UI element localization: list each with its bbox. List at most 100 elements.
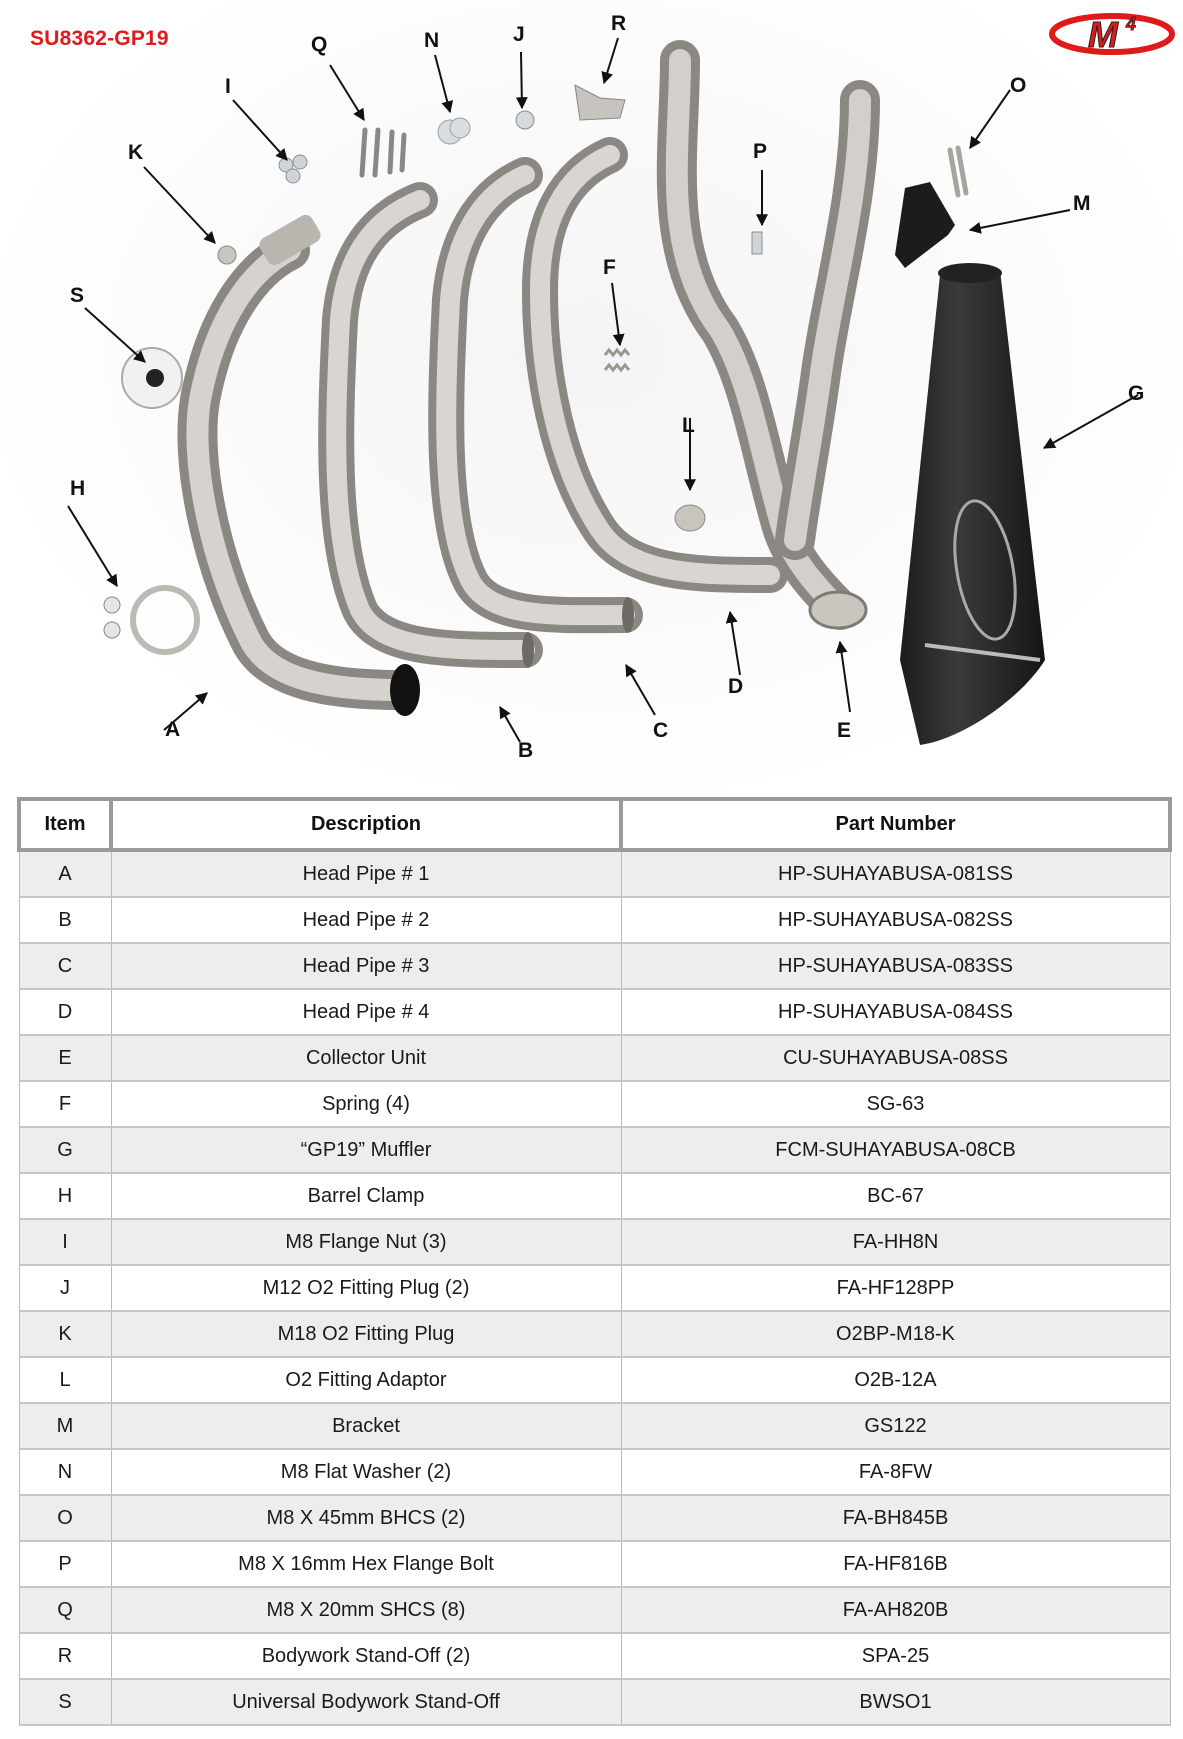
cell-part-number: O2BP-M18-K xyxy=(620,1311,1171,1358)
cell-part-number: BWSO1 xyxy=(620,1679,1171,1726)
callout-h: H xyxy=(70,477,86,500)
head-pipe-d xyxy=(521,137,788,593)
cell-item: F xyxy=(18,1081,112,1128)
header-part-number: Part Number xyxy=(619,797,1172,852)
m4-logo-icon: M 4 xyxy=(1049,13,1175,56)
callout-q: Q xyxy=(311,33,328,56)
svg-text:M: M xyxy=(1088,14,1119,55)
cell-description: Head Pipe # 2 xyxy=(110,897,622,944)
cell-description: M12 O2 Fitting Plug (2) xyxy=(110,1265,622,1312)
cell-part-number: FA-AH820B xyxy=(620,1587,1171,1634)
callout-l: L xyxy=(682,414,695,437)
cell-part-number: HP-SUHAYABUSA-083SS xyxy=(620,943,1171,990)
cell-part-number: SPA-25 xyxy=(620,1633,1171,1680)
cell-description: M8 Flat Washer (2) xyxy=(110,1449,622,1496)
callout-r: R xyxy=(611,12,627,35)
head-pipe-c xyxy=(428,157,643,634)
callout-s: S xyxy=(70,284,85,307)
cell-item: G xyxy=(18,1127,112,1174)
callout-c: C xyxy=(653,719,669,742)
header-item: Item xyxy=(17,797,113,852)
cell-item: N xyxy=(18,1449,112,1496)
standoff-r xyxy=(574,84,626,121)
cell-description: O2 Fitting Adaptor xyxy=(110,1357,622,1404)
cell-description: M8 X 16mm Hex Flange Bolt xyxy=(110,1541,622,1588)
cell-part-number: HP-SUHAYABUSA-082SS xyxy=(620,897,1171,944)
parts-diagram: SU8362-GP19 M 4 xyxy=(0,0,1183,790)
cell-item: K xyxy=(18,1311,112,1358)
cell-item: D xyxy=(18,989,112,1036)
cell-description: Collector Unit xyxy=(110,1035,622,1082)
barrel-clamp-h xyxy=(103,585,200,655)
cell-part-number: FA-HH8N xyxy=(620,1219,1171,1266)
cell-description: M8 Flange Nut (3) xyxy=(110,1219,622,1266)
callout-f: F xyxy=(603,256,616,279)
cell-part-number: FA-BH845B xyxy=(620,1495,1171,1542)
cell-description: Head Pipe # 1 xyxy=(110,850,622,898)
cell-part-number: CU-SUHAYABUSA-08SS xyxy=(620,1035,1171,1082)
cell-item: I xyxy=(18,1219,112,1266)
o2-plug-k xyxy=(217,245,237,265)
cell-description: Barrel Clamp xyxy=(110,1173,622,1220)
cell-description: M18 O2 Fitting Plug xyxy=(110,1311,622,1358)
cell-item: R xyxy=(18,1633,112,1680)
cell-item: Q xyxy=(18,1587,112,1634)
cell-part-number: FA-HF128PP xyxy=(620,1265,1171,1312)
callout-k: K xyxy=(128,141,144,164)
cell-item: O xyxy=(18,1495,112,1542)
callout-a: A xyxy=(165,718,181,741)
cell-part-number: FCM-SUHAYABUSA-08CB xyxy=(620,1127,1171,1174)
cell-description: Head Pipe # 4 xyxy=(110,989,622,1036)
callout-g: G xyxy=(1128,382,1145,405)
bhcs-bolts-o xyxy=(947,145,969,198)
exhaust-parts-illustration xyxy=(67,37,1139,745)
cell-description: M8 X 20mm SHCS (8) xyxy=(110,1587,622,1634)
callout-n: N xyxy=(424,29,440,52)
header-description: Description xyxy=(109,797,623,852)
cell-item: H xyxy=(18,1173,112,1220)
cell-description: Bracket xyxy=(110,1403,622,1450)
collector-e xyxy=(656,40,880,630)
cell-part-number: BC-67 xyxy=(620,1173,1171,1220)
flange-bolt-p xyxy=(751,231,763,255)
table-header-row: Item Description Part Number xyxy=(17,797,1172,852)
cell-item: C xyxy=(18,943,112,990)
shcs-bolts-q xyxy=(359,127,407,178)
cell-part-number: FA-8FW xyxy=(620,1449,1171,1496)
flange-nuts-i xyxy=(278,154,308,184)
head-pipe-b xyxy=(318,182,543,668)
springs-f xyxy=(603,347,631,373)
kit-code: SU8362-GP19 xyxy=(30,27,169,50)
cell-part-number: HP-SUHAYABUSA-084SS xyxy=(620,989,1171,1036)
cell-item: M xyxy=(18,1403,112,1450)
head-pipe-a xyxy=(177,214,420,716)
fitting-plugs-j xyxy=(515,110,535,130)
cell-item: L xyxy=(18,1357,112,1404)
callout-i: I xyxy=(225,75,231,98)
cell-item: J xyxy=(18,1265,112,1312)
cell-description: Head Pipe # 3 xyxy=(110,943,622,990)
callout-j: J xyxy=(513,23,525,46)
callout-d: D xyxy=(728,675,744,698)
washers-n xyxy=(437,117,471,145)
cell-description: M8 X 45mm BHCS (2) xyxy=(110,1495,622,1542)
cell-item: E xyxy=(18,1035,112,1082)
